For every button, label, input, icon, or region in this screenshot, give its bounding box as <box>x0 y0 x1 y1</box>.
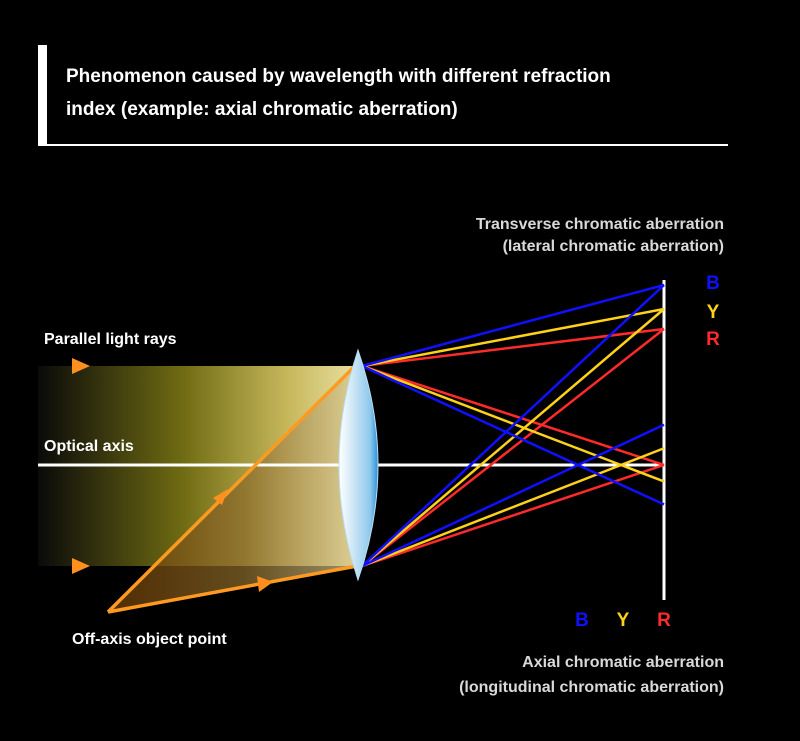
lateral-ray-r-top <box>361 327 665 368</box>
axial-ray-y-bottom-extension <box>620 447 665 467</box>
lateral-ray-r-bottom <box>361 328 665 567</box>
parallel-rays-label: Parallel light rays <box>44 331 177 348</box>
lateral-wavelength-labels: B Y R <box>706 273 720 350</box>
axial-ray-r-bottom <box>361 463 665 568</box>
ray-direction-arrow-icon <box>72 358 90 374</box>
off-axis-ray-lower <box>107 564 358 614</box>
axial-ray-y-top <box>361 364 622 467</box>
transverse-label-line-1: Transverse chromatic aberration <box>476 216 724 233</box>
lateral-label-y: Y <box>707 302 720 323</box>
axial-ray-b-bottom-extension <box>577 423 665 467</box>
title-bar-accent <box>38 45 47 146</box>
axial-ray-r-top <box>361 364 665 467</box>
axial-label-b: B <box>575 610 589 631</box>
title-line-2: index (example: axial chromatic aberrati… <box>66 99 458 120</box>
off-axis-point-label: Off-axis object point <box>72 631 227 648</box>
refracted-rays <box>361 283 665 568</box>
lateral-ray-y-top <box>361 307 665 368</box>
optical-axis-label: Optical axis <box>44 438 134 455</box>
axial-ray-y-top-extension <box>620 463 665 483</box>
axial-ray-b-top-extension <box>577 463 665 506</box>
axial-ray-b-top <box>361 364 579 467</box>
biconvex-lens-icon <box>338 348 379 582</box>
title-block: Phenomenon caused by wavelength with dif… <box>38 45 728 146</box>
axial-label-line-2: (longitudinal chromatic aberration) <box>459 679 724 696</box>
lateral-label-b: B <box>706 273 720 294</box>
lateral-label-r: R <box>706 329 720 350</box>
ray-direction-arrow-icon <box>257 576 273 592</box>
axial-ray-b-bottom <box>361 463 579 568</box>
transverse-label-line-2: (lateral chromatic aberration) <box>503 238 724 255</box>
axial-label-r: R <box>657 610 671 631</box>
axial-wavelength-labels: B Y R <box>575 610 671 631</box>
axial-label-line-1: Axial chromatic aberration <box>522 654 724 671</box>
ray-direction-arrow-icon <box>213 489 228 505</box>
title-line-1: Phenomenon caused by wavelength with dif… <box>66 66 611 87</box>
lateral-ray-b-top <box>361 283 665 368</box>
ray-direction-arrow-icon <box>72 558 90 574</box>
axial-ray-y-bottom <box>361 463 622 568</box>
lateral-ray-y-bottom <box>361 308 665 567</box>
axial-label-y: Y <box>617 610 630 631</box>
lateral-ray-b-bottom <box>361 284 665 567</box>
title-underline <box>38 144 728 146</box>
incoming-rays <box>38 358 359 614</box>
off-axis-ray-upper <box>106 362 359 614</box>
